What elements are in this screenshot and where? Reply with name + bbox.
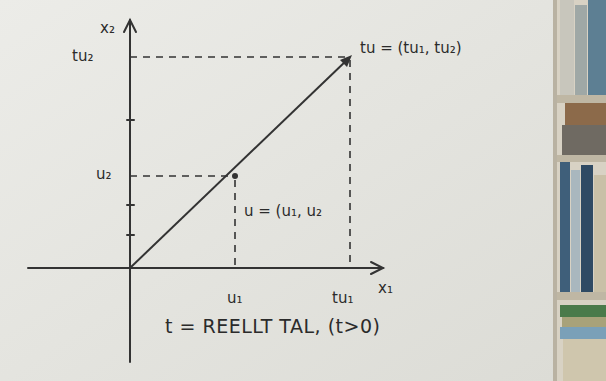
bookshelf — [553, 0, 606, 381]
tick-label: tu₁ — [332, 290, 353, 307]
point-label: tu = (tu₁, tu₂) — [360, 40, 462, 57]
tick-label: u₂ — [96, 166, 112, 183]
axes — [28, 20, 383, 362]
axis-label: x₂ — [100, 20, 115, 37]
point-dot — [232, 173, 238, 179]
point-label: u = (u₁, u₂ — [244, 203, 322, 220]
whiteboard — [0, 0, 556, 381]
tick-label: u₁ — [227, 290, 243, 307]
tick-label: tu₂ — [72, 48, 93, 65]
axis-label: x₁ — [378, 280, 393, 297]
vector-line — [130, 59, 348, 268]
arrow-head — [340, 55, 352, 67]
note-text: t = REELLT TAL, (t>0) — [165, 316, 380, 337]
